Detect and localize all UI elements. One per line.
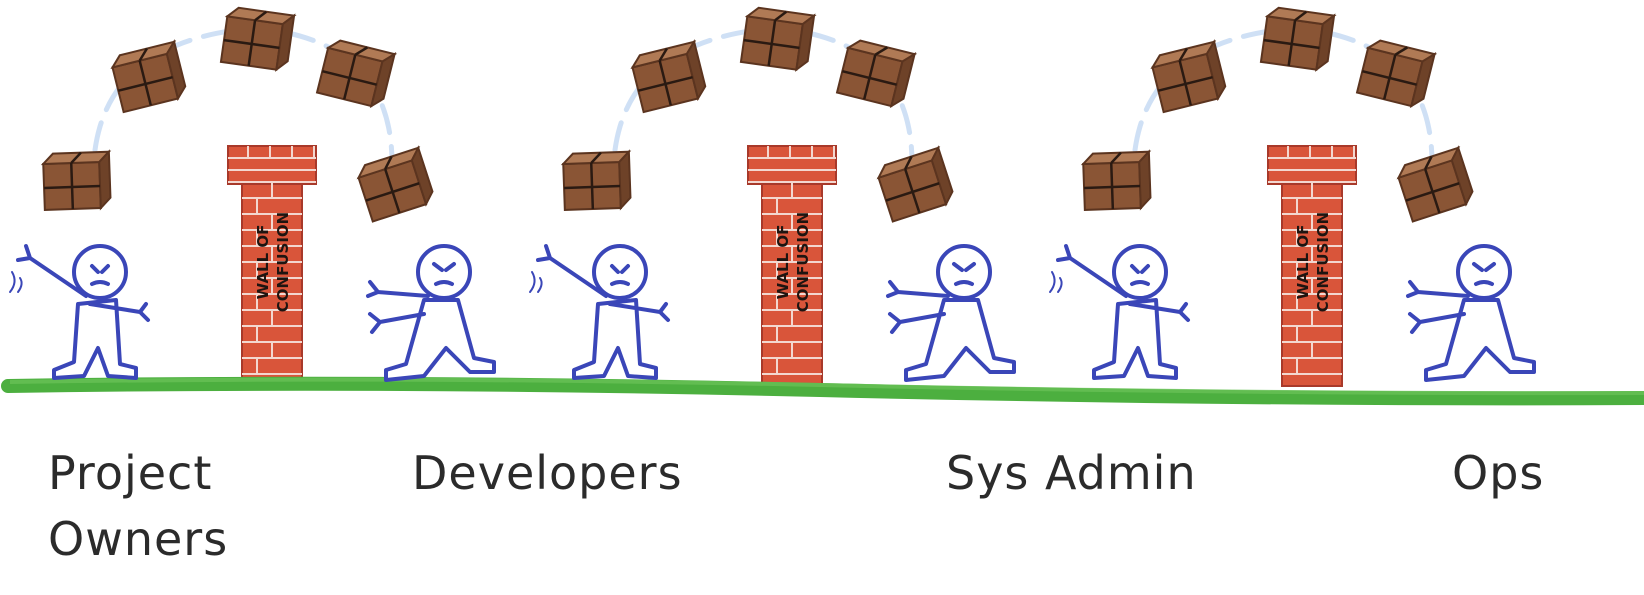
package-icon <box>630 39 707 114</box>
package-icon <box>1080 149 1152 211</box>
wall-label-line-2: CONFUSION <box>794 212 812 312</box>
label-developers: Developers <box>412 446 683 500</box>
thrower-figure <box>529 244 670 380</box>
motion-lines <box>1049 271 1063 293</box>
package-icon <box>1396 145 1474 223</box>
catcher-figure <box>366 244 496 382</box>
package-icon <box>739 6 817 72</box>
package-icon <box>876 145 954 223</box>
label-sys-admin: Sys Admin <box>946 446 1197 500</box>
body <box>886 280 1016 382</box>
package-icon <box>356 145 434 223</box>
package-icon <box>1150 39 1227 114</box>
body <box>1056 244 1190 380</box>
label-ops: Ops <box>1452 446 1545 500</box>
grass-ground <box>1 376 1644 406</box>
face <box>1130 264 1150 286</box>
grass-highlight <box>9 377 1644 396</box>
face <box>610 264 630 286</box>
body <box>1406 280 1536 382</box>
package-icon <box>835 39 918 109</box>
catcher-figure <box>886 244 1016 382</box>
wall-label-line-1: WALL OF <box>1294 225 1312 300</box>
face <box>432 262 456 286</box>
package-icon <box>110 39 187 114</box>
wall-label-line-1: WALL OF <box>254 225 272 300</box>
body <box>536 244 670 380</box>
body <box>366 280 496 382</box>
motion-lines <box>9 271 23 293</box>
catcher-figure <box>1406 244 1536 382</box>
thrower-figure <box>1049 244 1190 380</box>
head <box>416 244 472 300</box>
thrown-packages <box>40 6 1474 223</box>
package-icon <box>315 39 398 109</box>
face <box>1472 262 1496 286</box>
package-icon <box>1259 6 1337 72</box>
package-icon <box>219 6 297 72</box>
head <box>936 244 992 300</box>
wall-label-line-1: WALL OF <box>774 225 792 300</box>
stick-figures <box>9 244 1536 382</box>
body <box>16 244 150 380</box>
grass-strip <box>1 376 1644 406</box>
thrower-figure <box>9 244 150 380</box>
wall-label-line-2: CONFUSION <box>1314 212 1332 312</box>
face <box>952 262 976 286</box>
package-icon <box>560 149 632 211</box>
label-project-owners: Project Owners <box>48 446 229 566</box>
wall-label-line-2: CONFUSION <box>274 212 292 312</box>
package-icon <box>40 149 112 211</box>
motion-lines <box>529 271 543 293</box>
package-icon <box>1355 39 1438 109</box>
face <box>90 264 110 286</box>
head <box>1456 244 1512 300</box>
